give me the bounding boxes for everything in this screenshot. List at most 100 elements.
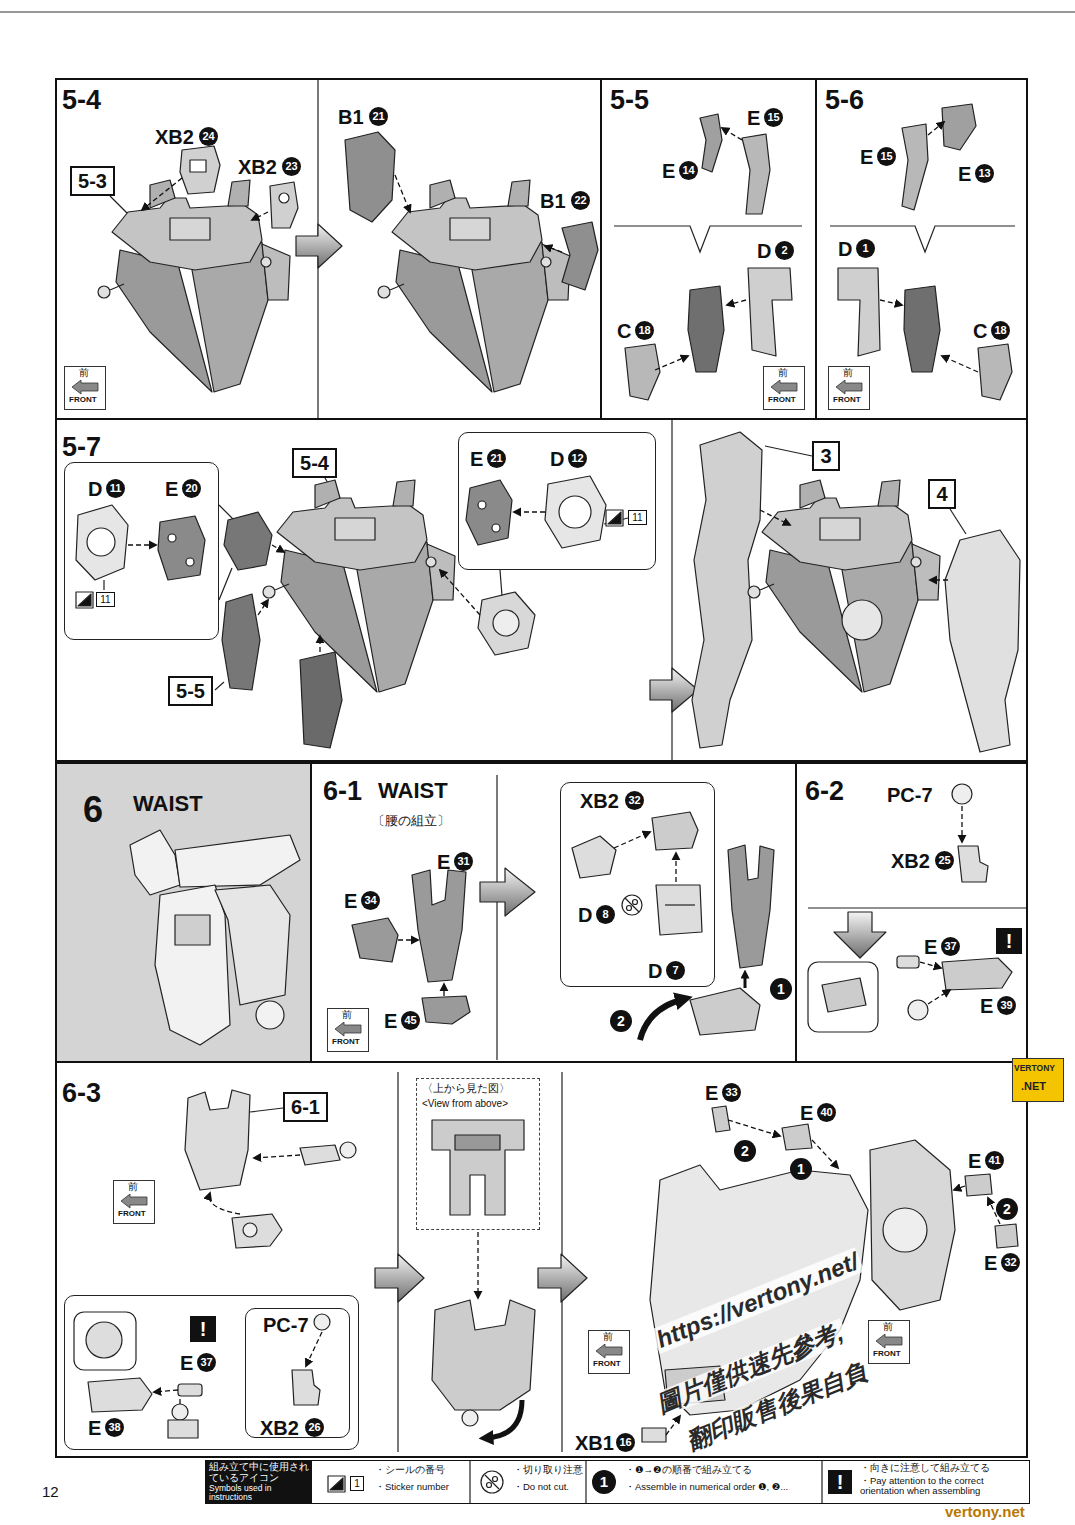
part-number: 2 [775,241,794,260]
illustration-part [538,1254,587,1302]
illustration-part [222,594,260,690]
illustration-part [842,600,882,640]
part-name: E [958,163,971,185]
illustration-part [292,1370,320,1405]
logo-badge: VERTONY.NET [1012,1058,1064,1102]
illustration-part [625,344,660,400]
illustration-part [86,1322,122,1358]
illustration-part [215,885,290,1005]
part-number: 15 [877,147,896,166]
illustration-part [978,344,1012,400]
caution-text: ! [200,1318,207,1340]
front-arrow [594,1344,624,1360]
illustration-part [179,1398,180,1404]
illustration-part [640,999,684,1040]
illustration-part [950,509,966,534]
illustration-part [462,1410,478,1426]
step-ref-box: 5-5 [168,676,213,706]
front-arrow-shape [72,380,98,394]
illustration-part [0,12,1075,13]
part-number: 37 [197,1353,216,1372]
front-arrow [874,1334,904,1350]
illustration-part [945,530,1020,752]
part-name: PC-7 [887,784,933,806]
front-arrow [333,1022,363,1038]
part-name: XB2 [891,850,930,872]
part-number: 12 [568,449,587,468]
illustration-part [190,160,206,172]
step-ref-box: 3 [812,441,840,471]
illustration-part [340,1142,356,1158]
part-name: E [705,1082,718,1104]
illustration-part [493,1477,498,1482]
illustration-part [622,895,642,915]
part-number: 18 [991,321,1010,340]
step-number: 5-6 [825,86,864,116]
front-icon: 前FRONT [868,1320,910,1364]
step-number: 5-4 [62,86,101,116]
step-number: 6 [83,790,103,830]
front-arrow-shape [876,1334,902,1348]
illustration-part [928,122,944,135]
illustration-part [395,175,410,212]
part-name: E [980,995,993,1017]
step-ref: 4 [936,483,947,505]
illustration-part [328,1476,345,1492]
part-number: 21 [369,107,388,126]
part-number: 40 [817,1103,836,1122]
illustration-part [942,356,978,372]
part-name: E [662,160,675,182]
inset-callout: PC-7XB226 [245,1308,350,1438]
illustration-part [744,974,747,988]
step-ref-box: 5-3 [70,166,115,196]
illustration-part [486,1400,522,1438]
part-number: 8 [596,905,615,924]
part-number: 38 [105,1418,124,1437]
step-panel: 6-1WAIST〔腰の組立〕前FRONTXB232D8D7 [310,762,797,1063]
part-number: 41 [985,1151,1004,1170]
illustration-part [834,912,886,958]
illustration-part [559,496,591,528]
part-name: XB1 [575,1432,614,1454]
legend-text: ・向きに注意して組み立てる [860,1463,990,1473]
step-ref: 6-1 [291,1096,320,1118]
view-note: 〈上から見た図〉 [422,1082,510,1094]
part-name: XB2 [155,126,194,148]
illustration-part [486,974,745,1438]
illustration-part [614,226,802,252]
front-kanji: 前 [843,367,853,378]
illustration-part [57,764,310,1061]
illustration-part [158,516,205,580]
illustration-part [485,1475,499,1489]
front-arrow [119,1194,149,1210]
part-name: D [648,960,662,982]
illustration-part [942,958,1012,990]
illustration-part [78,594,91,606]
illustration-part [263,480,455,692]
illustration-part [812,1140,838,1168]
front-text: FRONT [593,1360,621,1369]
sticker-number-box: 11 [628,510,647,525]
illustration-part [186,558,194,566]
illustration-part [496,775,497,1060]
step-panel: 6-36-1前FRONTE37E38!PC-7XB226〈上から見た図〉<Vie… [55,1061,1028,1458]
step-ref: 5-4 [300,452,329,474]
illustration-part [154,1390,178,1392]
illustration-part [487,1483,492,1488]
illustration-part [314,1314,330,1330]
illustration-part [480,868,535,916]
front-icon: 前FRONT [828,366,870,410]
step-number: 6-1 [323,777,362,807]
logo-text: VERTONY [1014,1064,1055,1073]
part-name: E [470,448,483,470]
part-name: E [984,1252,997,1274]
part-number: 33 [722,1083,741,1102]
illustration-part [254,1155,300,1158]
part-number: 39 [997,996,1016,1015]
illustration-part [965,1174,992,1196]
part-number: 1 [856,239,875,258]
part-number: 26 [305,1418,324,1437]
illustration-part [608,512,621,524]
illustration-part [103,580,104,590]
front-text: FRONT [873,1350,901,1359]
